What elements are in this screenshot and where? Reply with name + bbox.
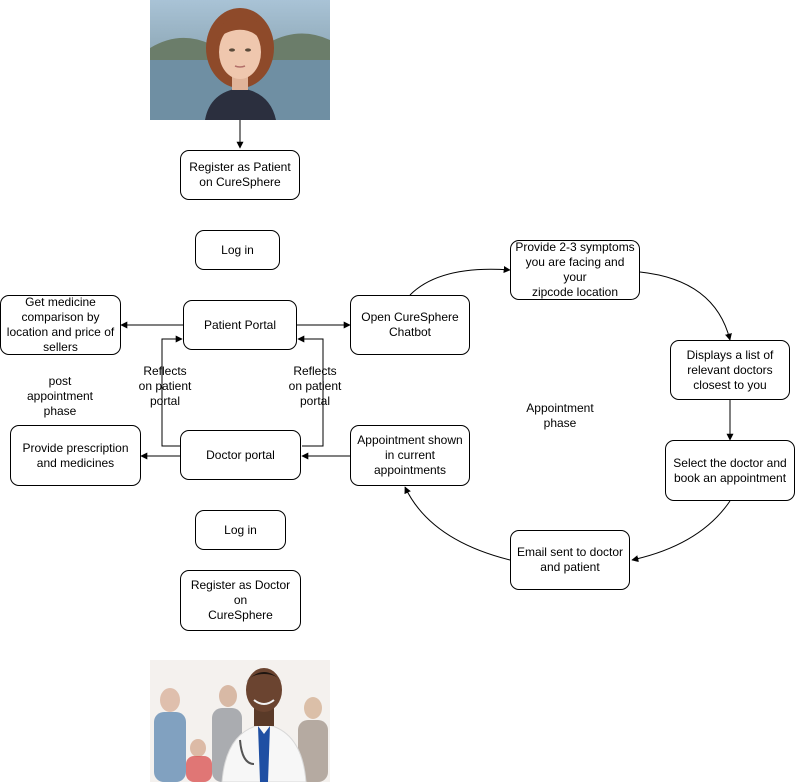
patient-photo: [150, 0, 330, 120]
appointment-shown-box: Appointment shown in current appointment…: [350, 425, 470, 486]
doctor-photo: [150, 660, 330, 782]
login-patient-box: Log in: [195, 230, 280, 270]
chatbot-box: Open CureSphere Chatbot: [350, 295, 470, 355]
arrow-reflects-left: [161, 335, 183, 447]
patient-portal-box: Patient Portal: [183, 300, 297, 350]
login-doctor-box: Log in: [195, 510, 286, 550]
register-patient-box: Register as Patient on CureSphere: [180, 150, 300, 200]
symptoms-box: Provide 2-3 symptoms you are facing and …: [510, 240, 640, 300]
arrow-reflects-right: [297, 335, 324, 447]
arrow-select-to-email: [631, 500, 731, 563]
register-doctor-box: Register as Doctor on CureSphere: [180, 570, 301, 631]
arrow-email-to-appointment: [404, 486, 511, 561]
displays-doctors-box: Displays a list of relevant doctors clos…: [670, 340, 790, 400]
appointment-phase-label: Appointment phase: [526, 401, 594, 430]
reflects-left-label: Reflects on patient portal: [138, 364, 192, 408]
doctor-portal-box: Doctor portal: [180, 430, 301, 480]
arrow-symptoms-to-displays: [639, 271, 732, 341]
post-appointment-phase-label: post appointment phase: [26, 374, 94, 418]
select-doctor-box: Select the doctor and book an appointmen…: [665, 440, 795, 501]
arrow-chatbot-to-symptoms: [409, 266, 511, 296]
reflects-right-label: Reflects on patient portal: [288, 364, 342, 408]
email-box: Email sent to doctor and patient: [510, 530, 630, 590]
prescription-box: Provide prescription and medicines: [10, 425, 141, 486]
medicine-comparison-box: Get medicine comparison by location and …: [0, 295, 121, 355]
